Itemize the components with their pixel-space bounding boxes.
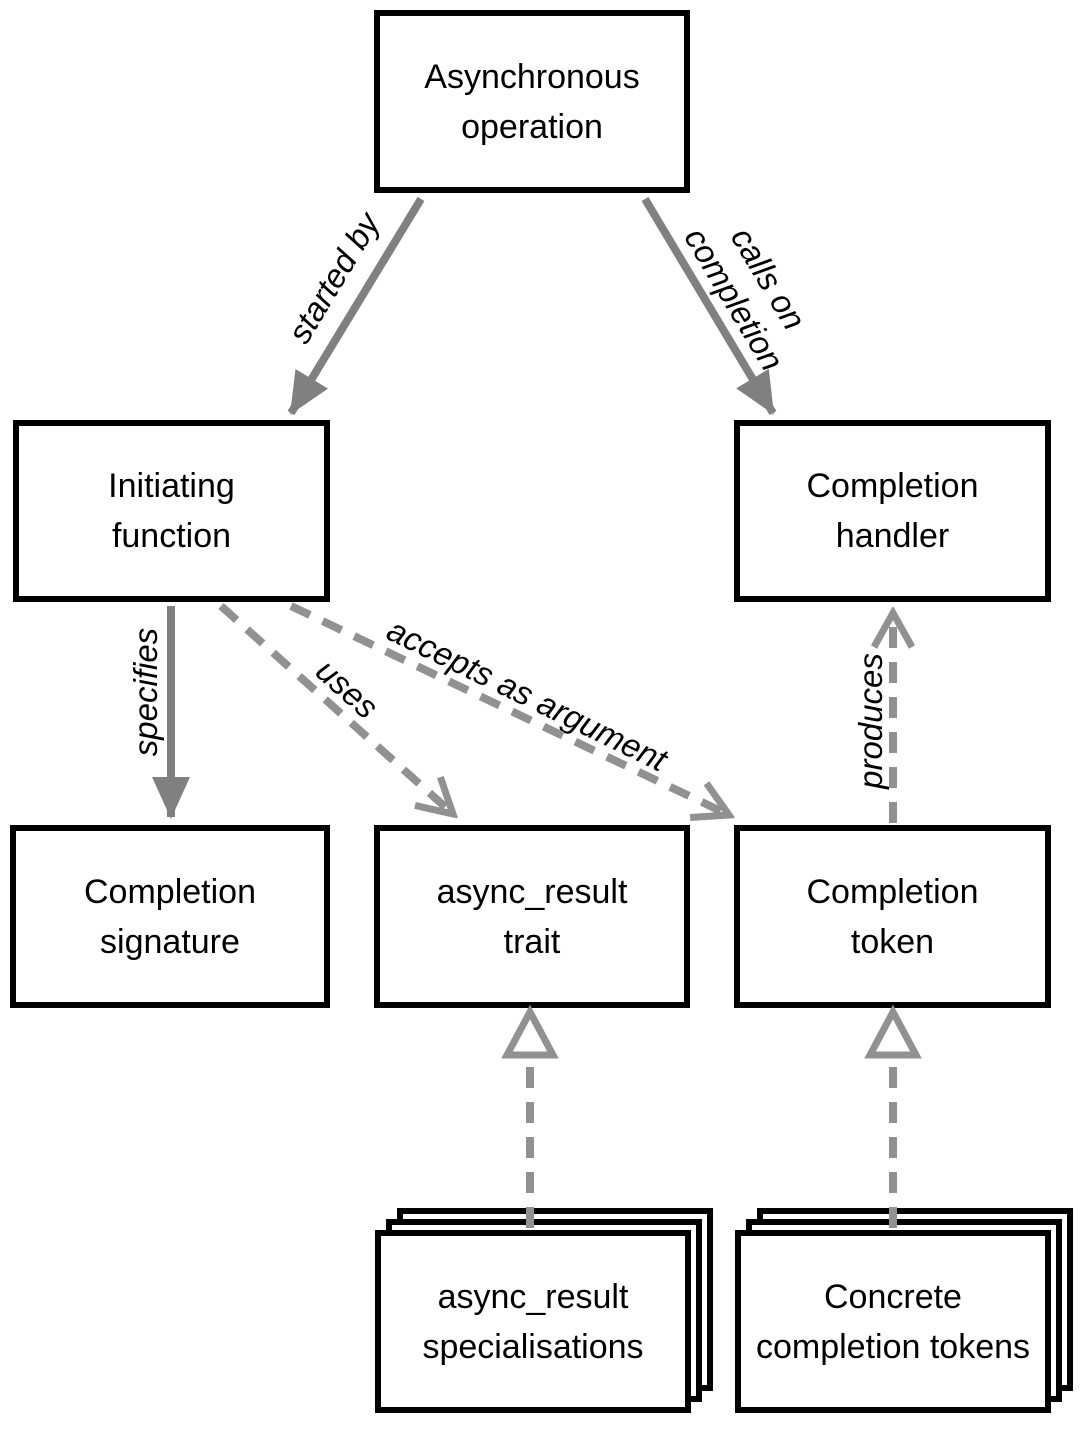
node-label-line: signature <box>100 922 240 961</box>
node-label-line: async_result <box>437 1277 629 1316</box>
node-label: Completion token <box>807 867 979 967</box>
node-async-result-specialisations: async_result specialisations <box>375 1208 713 1413</box>
node-label-line: Concrete <box>824 1277 962 1316</box>
edge-specialisation-inheritance-arrow <box>501 1004 559 1228</box>
node-label-line: Completion <box>84 872 256 911</box>
node-asynchronous-operation: Asynchronous operation <box>374 10 690 193</box>
node-label: Asynchronous operation <box>424 52 639 152</box>
node-completion-token: Completion token <box>734 825 1051 1008</box>
node-initiating-function: Initiating function <box>13 420 330 602</box>
node-label-line: handler <box>835 517 950 555</box>
node-label-line: trait <box>503 922 561 961</box>
node-label: Completion handler <box>807 461 979 561</box>
node-completion-handler: Completion handler <box>734 420 1051 602</box>
node-async-result-trait: async_result trait <box>374 825 690 1008</box>
node-completion-signature: Completion signature <box>10 825 330 1008</box>
edge-label-specifies: specifies <box>127 627 164 757</box>
node-label: Completion signature <box>84 867 256 967</box>
node-label-line: Asynchronous <box>424 57 640 96</box>
node-label-line: completion tokens <box>755 1327 1031 1366</box>
node-label: Concrete completion tokens <box>756 1272 1030 1372</box>
node-label-line: token <box>850 922 935 961</box>
node-label: async_result trait <box>437 867 628 967</box>
edge-label-produces: produces <box>852 653 889 789</box>
node-label-line: specialisations <box>422 1327 644 1366</box>
node-label-line: function <box>111 517 232 555</box>
stack-front-box: Concrete completion tokens <box>735 1230 1051 1413</box>
node-label-line: operation <box>461 107 603 146</box>
node-label: Initiating function <box>108 461 235 561</box>
stack-front-box: async_result specialisations <box>375 1230 691 1413</box>
node-label-line: Initiating <box>108 467 235 505</box>
edge-label-started-by: started by <box>280 206 387 350</box>
node-concrete-completion-tokens: Concrete completion tokens <box>735 1208 1073 1413</box>
node-label-line: async_result <box>436 872 628 911</box>
edge-concrete-token-inheritance-arrow <box>864 1004 922 1228</box>
edge-label-calls-on-completion: calls on completion <box>660 174 842 404</box>
node-label-line: Completion <box>806 872 979 911</box>
node-label-line: Completion <box>806 467 979 505</box>
edge-label-accepts-as-argument: accepts as argument <box>381 610 673 779</box>
node-label: async_result specialisations <box>422 1272 643 1372</box>
